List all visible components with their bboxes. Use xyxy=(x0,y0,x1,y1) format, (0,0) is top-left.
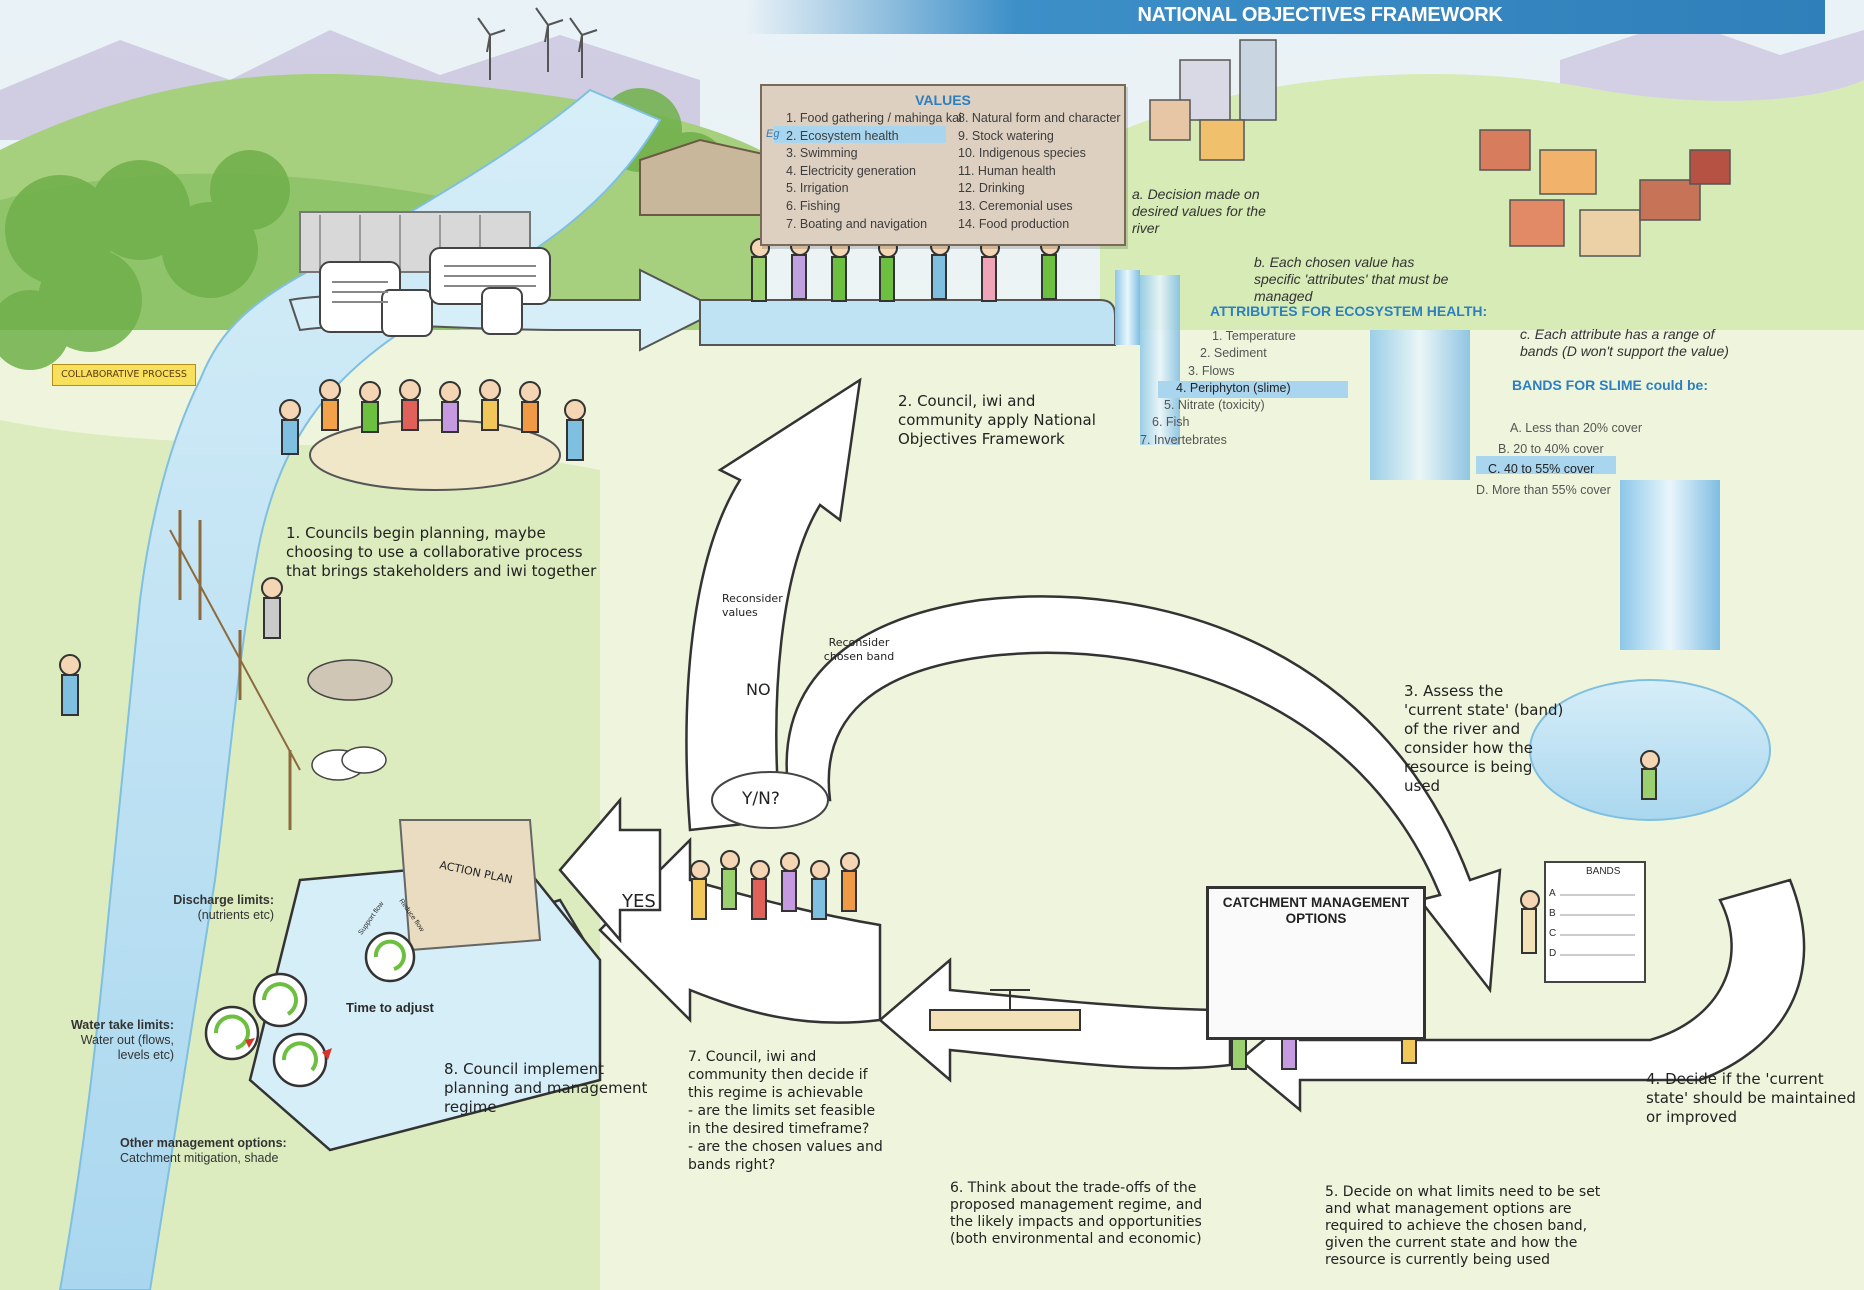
discharge-title: Discharge limits: xyxy=(173,893,274,907)
water-title: Water take limits: xyxy=(70,1018,174,1032)
attribute-item: 7. Invertebrates xyxy=(1140,432,1227,447)
values-highlight xyxy=(774,126,946,143)
value-item: 4. Electricity generation xyxy=(786,163,916,178)
value-item: 6. Fishing xyxy=(786,198,841,213)
water-sub: Water out (flows, levels etc) xyxy=(80,1033,174,1062)
discharge-limits: Discharge limits: (nutrients etc) xyxy=(98,893,274,923)
values-eg-label: Eg xyxy=(766,128,780,140)
bands-chart-letter: A xyxy=(1549,888,1556,899)
attribute-item: 5. Nitrate (toxicity) xyxy=(1164,398,1265,413)
band-item: B. 20 to 40% cover xyxy=(1498,441,1604,456)
attribute-highlight xyxy=(1158,381,1348,398)
note-a: a. Decision made on desired values for t… xyxy=(1132,186,1266,236)
step-1: 1. Councils begin planning, maybe choosi… xyxy=(286,524,597,580)
attributes-title: ATTRIBUTES FOR ECOSYSTEM HEALTH: xyxy=(1210,303,1488,319)
note-c: c. Each attribute has a range of bands (… xyxy=(1520,326,1729,359)
values-list-right: 8. Natural form and character 9. Stock w… xyxy=(958,110,1121,233)
value-item: 9. Stock watering xyxy=(958,128,1054,143)
band-item: A. Less than 20% cover xyxy=(1510,421,1643,435)
water-take-limits: Water take limits: Water out (flows, lev… xyxy=(56,1018,174,1063)
bands-title: BANDS FOR SLIME could be: xyxy=(1512,377,1708,393)
attribute-item: 6. Fish xyxy=(1152,415,1190,430)
value-item: 1. Food gathering / mahinga kai xyxy=(786,111,962,125)
band-item: C. 40 to 55% cover xyxy=(1488,462,1595,476)
bands-list: A. Less than 20% cover B. 20 to 40% cove… xyxy=(1474,418,1642,500)
catchment-management-board: CATCHMENT MANAGEMENT OPTIONS xyxy=(1206,886,1426,1040)
time-to-adjust: Time to adjust xyxy=(346,1000,434,1015)
bands-chart-label: BANDS xyxy=(1586,866,1621,877)
value-item: 14. Food production xyxy=(958,216,1070,231)
step-3: 3. Assess the 'current state' (band) of … xyxy=(1404,682,1564,795)
bands-chart-letters: A B C D xyxy=(1549,884,1559,964)
discharge-sub: (nutrients etc) xyxy=(197,908,274,922)
yn-bubble-text: Y/N? xyxy=(742,789,780,809)
other-title: Other management options: xyxy=(120,1136,287,1150)
band-highlight xyxy=(1476,456,1616,474)
attribute-item: 2. Sediment xyxy=(1200,346,1267,361)
attribute-item: 1. Temperature xyxy=(1212,329,1296,343)
values-title: VALUES xyxy=(915,92,971,108)
step-4: 4. Decide if the 'current state' should … xyxy=(1646,1070,1856,1126)
values-list-left: 1. Food gathering / mahinga kai 2. Ecosy… xyxy=(786,110,962,233)
step-8: 8. Council implement planning and manage… xyxy=(444,1060,648,1116)
step-5: 5. Decide on what limits need to be set … xyxy=(1325,1184,1601,1268)
banner-title: NATIONAL OBJECTIVES FRAMEWORK xyxy=(1137,4,1503,26)
value-item: 7. Boating and navigation xyxy=(786,216,928,231)
reconsider-values-label: Reconsider values xyxy=(722,592,783,619)
bands-chart-letter: B xyxy=(1549,908,1556,919)
no-label: NO xyxy=(746,680,771,699)
step-2: 2. Council, iwi and community apply Nati… xyxy=(898,392,1096,448)
step-7: 7. Council, iwi and community then decid… xyxy=(688,1049,883,1173)
values-board: VALUES Eg 1. Food gathering / mahinga ka… xyxy=(760,84,1126,246)
collaborative-process-sign: COLLABORATIVE PROCESS xyxy=(52,364,196,386)
attributes-list: 1. Temperature 2. Sediment 3. Flows 4. P… xyxy=(1138,328,1296,449)
banner-strip xyxy=(745,0,1825,34)
bands-chart-letter: C xyxy=(1549,928,1557,939)
band-item: D. More than 55% cover xyxy=(1476,482,1611,497)
value-item: 13. Ceremonial uses xyxy=(958,198,1073,213)
value-item: 8. Natural form and character xyxy=(958,111,1121,125)
attribute-item: 4. Periphyton (slime) xyxy=(1176,380,1291,395)
step-6: 6. Think about the trade-offs of the pro… xyxy=(950,1180,1203,1247)
yes-label: YES xyxy=(622,891,656,912)
other-sub: Catchment mitigation, shade xyxy=(120,1151,279,1165)
value-item: 5. Irrigation xyxy=(786,181,849,196)
catchment-title: CATCHMENT MANAGEMENT OPTIONS xyxy=(1222,895,1410,926)
value-item: 12. Drinking xyxy=(958,181,1025,196)
note-b: b. Each chosen value has specific 'attri… xyxy=(1254,254,1449,304)
other-management-options: Other management options: Catchment miti… xyxy=(120,1136,302,1166)
attribute-item: 3. Flows xyxy=(1188,363,1235,378)
value-item: 3. Swimming xyxy=(786,146,858,161)
value-item: 2. Ecosystem health xyxy=(786,128,899,143)
reconsider-band-label: Reconsider chosen band xyxy=(823,636,895,663)
value-item: 11. Human health xyxy=(958,163,1056,178)
value-item: 10. Indigenous species xyxy=(958,146,1086,161)
bands-chart-letter: D xyxy=(1549,948,1557,959)
